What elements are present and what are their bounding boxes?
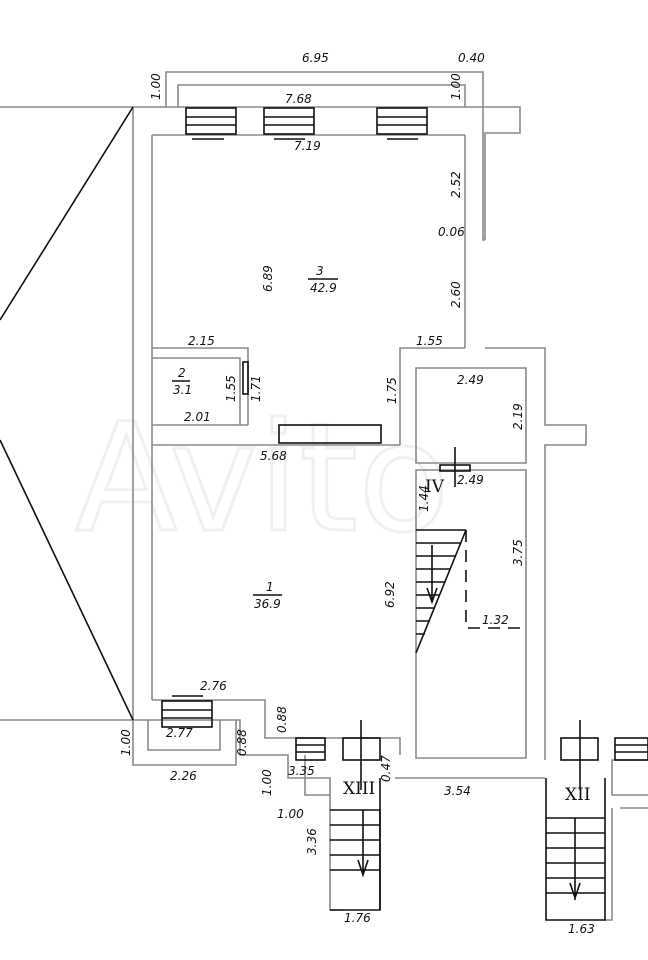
dim-label: 2.49 — [457, 473, 484, 487]
room-3-number: 3 — [316, 264, 324, 278]
stairs — [330, 529, 606, 921]
dim-label: 2.26 — [170, 769, 197, 783]
room-1-area: 36.9 — [254, 597, 281, 611]
dim-label: 6.95 — [302, 51, 329, 65]
dim-label: 0.06 — [438, 225, 465, 239]
watermark: Avito — [75, 392, 450, 566]
dim-label: 5.68 — [260, 449, 287, 463]
dim-label: 7.68 — [285, 92, 312, 106]
dim-label: 3.54 — [444, 784, 471, 798]
walls — [0, 71, 648, 921]
room-labels: 3 42.9 2 3.1 1 36.9 IV XIII XII — [172, 264, 591, 805]
dim-label: 6.89 — [261, 265, 275, 292]
dim-label: 1.00 — [260, 769, 274, 796]
dim-label: 2.01 — [184, 410, 211, 424]
dim-label: 2.60 — [449, 281, 463, 308]
stair-xii-label: XII — [565, 785, 591, 805]
dim-label: 2.52 — [449, 171, 463, 198]
dim-label: 1.00 — [277, 807, 304, 821]
room-2-area: 3.1 — [173, 383, 192, 397]
dim-label: 1.32 — [482, 613, 509, 627]
dim-label: 1.00 — [149, 73, 163, 100]
dim-label: 2.49 — [457, 373, 484, 387]
diagonal-lines — [0, 106, 134, 721]
room-2-number: 2 — [178, 366, 186, 380]
dim-label: 2.15 — [188, 334, 215, 348]
dim-label: 7.19 — [294, 139, 321, 153]
dim-label: 1.71 — [249, 375, 263, 402]
dim-label: 0.47 — [379, 755, 393, 782]
dim-label: 3.35 — [288, 764, 315, 778]
room-1-number: 1 — [266, 580, 274, 594]
room-3-area: 42.9 — [310, 281, 337, 295]
doors — [242, 361, 599, 790]
dim-label: 2.76 — [200, 679, 227, 693]
dim-label: 3.36 — [305, 828, 319, 855]
dim-label: 1.00 — [449, 73, 463, 100]
dim-label: 0.40 — [458, 51, 485, 65]
dim-label: 1.55 — [224, 375, 238, 402]
dimensions: 6.95 0.40 1.00 1.00 7.68 7.19 2.52 0.06 … — [119, 51, 595, 936]
dim-label: 0.88 — [275, 706, 289, 733]
dim-label: 1.00 — [119, 729, 133, 756]
dim-label: 2.77 — [166, 726, 193, 740]
dim-label: 1.44 — [417, 485, 431, 512]
dim-label: 1.63 — [568, 922, 595, 936]
dim-label: 0.88 — [235, 729, 249, 756]
dim-label: 3.75 — [511, 539, 525, 566]
stair-iv-label: IV — [425, 477, 445, 497]
dim-label: 1.76 — [344, 911, 371, 925]
dim-label: 1.55 — [416, 334, 443, 348]
dim-label: 6.92 — [383, 581, 397, 608]
dim-label: 1.75 — [385, 377, 399, 404]
dim-label: 2.19 — [511, 403, 525, 430]
stair-xiii-label: XIII — [343, 779, 375, 799]
windows — [161, 107, 648, 761]
